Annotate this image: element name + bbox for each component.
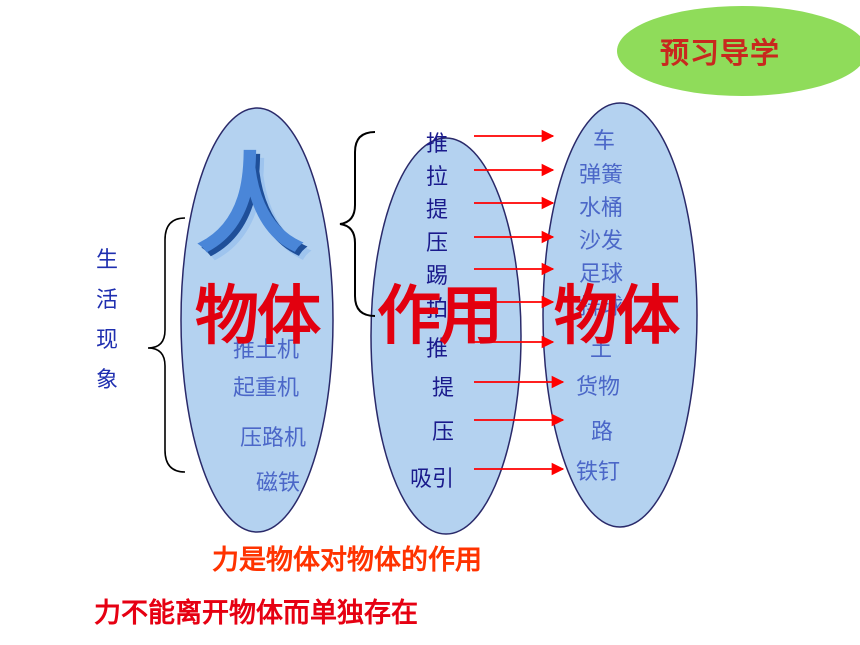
target-car: 车 [593, 129, 616, 154]
arrow-group [474, 129, 565, 476]
verb-press: 压 [426, 231, 449, 256]
life-phenomena-label-2: 活 [96, 288, 119, 313]
overlay-object-right: 物体 [554, 280, 680, 354]
verb-push-2: 推 [426, 337, 449, 362]
note-force-definition: 力是物体对物体的作用 [212, 545, 482, 576]
target-cargo: 货物 [576, 375, 621, 400]
note-force-requires-object: 力不能离开物体而单独存在 [94, 598, 418, 629]
left-item-crane: 起重机 [233, 376, 300, 401]
verb-kick: 踢 [426, 264, 449, 289]
left-item-magnet: 磁铁 [256, 471, 301, 496]
verb-press-2: 压 [432, 420, 455, 445]
ellipse-targets [542, 102, 698, 528]
life-phenomena-label-3: 现 [96, 328, 119, 353]
target-football: 足球 [579, 262, 624, 287]
target-sofa: 沙发 [579, 229, 624, 254]
target-road: 路 [591, 420, 614, 445]
ellipse-life-objects [180, 107, 334, 533]
verb-attract: 吸引 [410, 467, 455, 492]
verb-push: 推 [426, 132, 449, 157]
verb-hit: 拍 [426, 297, 449, 322]
left-item-roller: 压路机 [240, 426, 307, 451]
section-badge-title: 预习导学 [660, 36, 781, 70]
verb-pull: 拉 [426, 165, 449, 190]
brace-top [339, 131, 376, 317]
person-character: 人 [196, 143, 305, 268]
target-soil: 土 [590, 337, 613, 362]
target-spring: 弹簧 [579, 163, 624, 188]
left-item-bulldozer: 推土机 [233, 338, 300, 363]
life-phenomena-label-1: 生 [96, 248, 119, 273]
target-nail: 铁钉 [576, 460, 621, 485]
overlay-action: 作用 [377, 280, 503, 354]
verb-lift-2: 提 [432, 376, 455, 401]
section-badge [617, 6, 860, 96]
target-bucket: 水桶 [579, 196, 624, 221]
brace-left [147, 217, 186, 473]
life-phenomena-label-4: 象 [96, 368, 119, 393]
target-volleyball: 排球 [579, 295, 624, 320]
overlay-object-left: 物体 [195, 280, 321, 354]
verb-lift: 提 [426, 198, 449, 223]
